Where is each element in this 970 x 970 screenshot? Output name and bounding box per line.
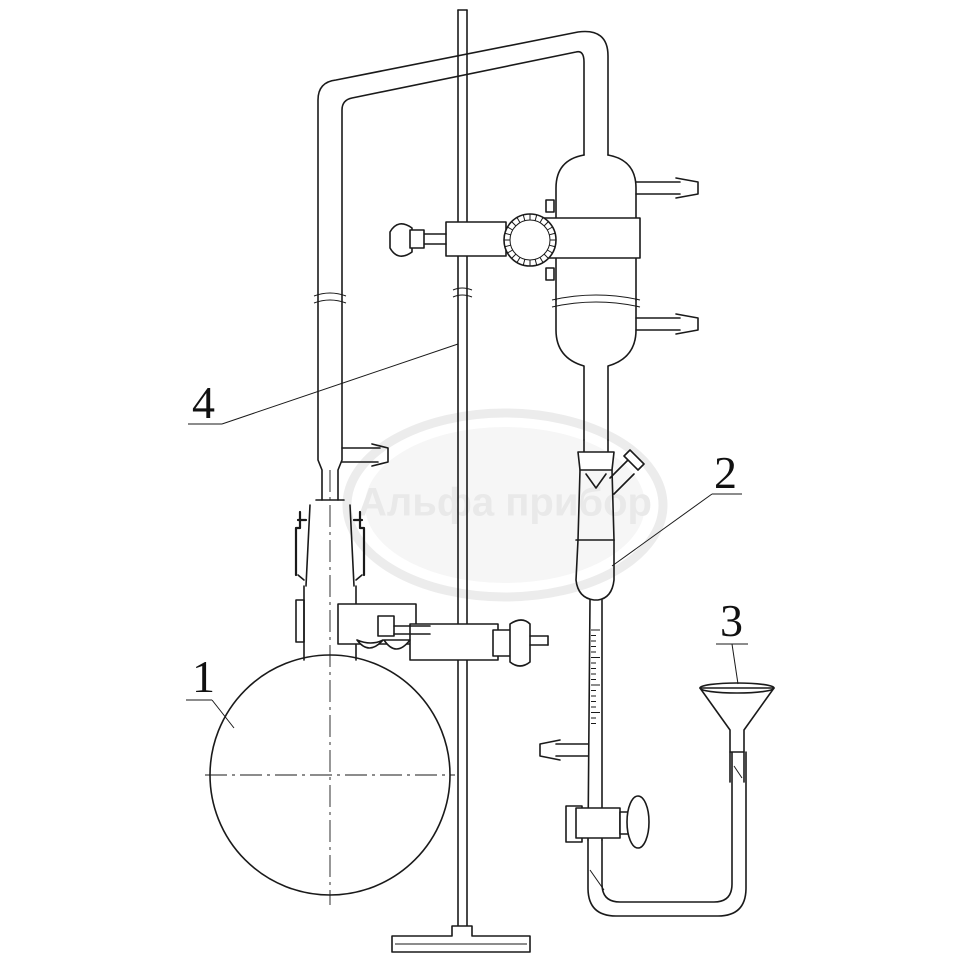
callout-label-1: 1 — [192, 651, 215, 702]
callout-label-2: 2 — [714, 447, 737, 498]
gear-tooth — [522, 259, 526, 266]
gear-tooth — [543, 221, 549, 227]
vapour-tube — [313, 30, 609, 501]
funnel — [699, 682, 775, 783]
condenser-clamp — [389, 199, 641, 281]
gear-tooth — [539, 257, 544, 263]
callout-4: 4 — [188, 343, 459, 428]
gear-tooth — [549, 244, 556, 248]
gear-tooth — [516, 217, 521, 223]
gear-tooth — [522, 214, 526, 221]
flask-clamp — [337, 603, 549, 667]
gear-tooth — [504, 232, 511, 236]
gear-tooth — [547, 226, 553, 231]
callout-2: 2 — [611, 447, 742, 567]
callout-label-4: 4 — [192, 377, 215, 428]
callout-3: 3 — [716, 595, 748, 685]
receiver-trap — [539, 439, 747, 917]
gear-tooth — [549, 232, 556, 236]
callout-label-3: 3 — [720, 595, 743, 646]
gear-tooth — [507, 226, 513, 231]
condenser — [551, 154, 699, 441]
lab-stand — [391, 9, 531, 953]
gear-tooth — [543, 253, 549, 259]
gear-tooth — [534, 214, 538, 221]
watermark: Альфа прибор — [342, 408, 668, 602]
gear-tooth — [547, 249, 553, 254]
gear-tooth — [534, 259, 538, 266]
watermark-text: Альфа прибор — [358, 481, 652, 525]
gear-tooth — [504, 244, 511, 248]
gear-tooth — [539, 217, 544, 223]
gear-tooth — [516, 257, 521, 263]
callout-1: 1 — [186, 651, 235, 729]
gear-tooth — [507, 249, 513, 254]
gear-tooth — [511, 253, 517, 259]
gear-tooth — [511, 221, 517, 227]
